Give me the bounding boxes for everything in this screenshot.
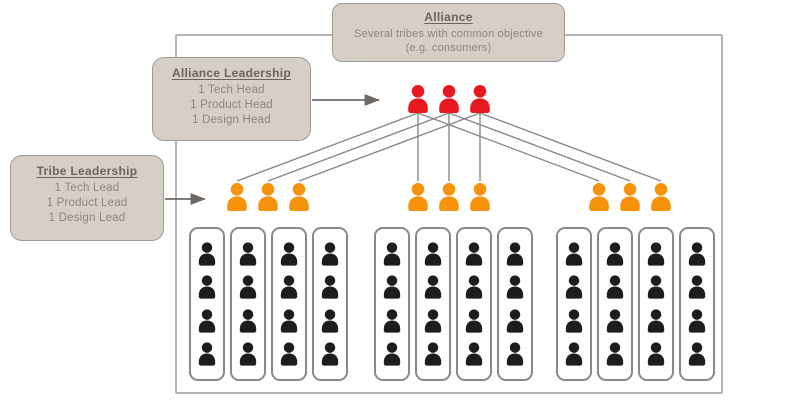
person-icon (688, 241, 706, 266)
person-icon (227, 183, 247, 211)
label-arrows (165, 94, 380, 205)
tribe-leadership-role: 1 Tech Lead (54, 182, 120, 194)
tribe-squads-row (374, 227, 533, 381)
person-icon (424, 309, 442, 333)
person-icon (465, 309, 483, 333)
tribe-leadership-role: 1 Product Lead (46, 197, 128, 209)
squad-column (497, 227, 533, 381)
person-icon (688, 342, 706, 367)
squad-column (456, 227, 492, 381)
person-icon (439, 85, 459, 113)
person-icon (424, 342, 442, 367)
person-icon (647, 275, 665, 299)
person-icon (565, 309, 583, 333)
person-icon (465, 241, 483, 266)
alliance-to-tribe-lines (236, 112, 662, 182)
person-icon (470, 183, 490, 211)
person-icon (506, 241, 524, 266)
alliance-leadership-title: Alliance Leadership (171, 66, 292, 80)
person-icon (647, 342, 665, 367)
alliance-leadership-role: 1 Design Head (192, 114, 271, 126)
squad-column (189, 227, 225, 381)
person-icon (506, 309, 524, 333)
person-icon (589, 183, 609, 211)
tribe-leadership-title: Tribe Leadership (36, 164, 138, 178)
squad-column (374, 227, 410, 381)
alliance-title: Alliance (424, 10, 473, 24)
person-icon (465, 275, 483, 299)
tribe-squads-row (189, 227, 348, 381)
person-icon (321, 241, 339, 266)
person-icon (565, 241, 583, 266)
alliance-leadership-box: Alliance Leadership 1 Tech Head 1 Produc… (152, 57, 311, 141)
person-icon (321, 309, 339, 333)
person-icon (258, 183, 278, 211)
person-icon (383, 275, 401, 299)
person-icon (439, 183, 459, 211)
tribe-leads-row (406, 182, 492, 212)
person-icon (321, 275, 339, 299)
person-icon (239, 309, 257, 333)
person-icon (198, 342, 216, 367)
person-icon (280, 275, 298, 299)
person-icon (321, 342, 339, 367)
squad-column (638, 227, 674, 381)
person-icon (506, 275, 524, 299)
tribe-squads-row (556, 227, 715, 381)
alliance-heads-row (406, 84, 492, 114)
squad-column (415, 227, 451, 381)
person-icon (383, 342, 401, 367)
person-icon (647, 309, 665, 333)
person-icon (280, 241, 298, 266)
tribe-leads-row (587, 182, 673, 212)
person-icon (565, 275, 583, 299)
person-icon (688, 309, 706, 333)
person-icon (280, 309, 298, 333)
person-icon (198, 241, 216, 266)
person-icon (280, 342, 298, 367)
person-icon (424, 275, 442, 299)
person-icon (408, 183, 428, 211)
squad-column (679, 227, 715, 381)
person-icon (239, 342, 257, 367)
tribe-leads-row (225, 182, 311, 212)
person-icon (198, 309, 216, 333)
person-icon (198, 275, 216, 299)
person-icon (647, 241, 665, 266)
person-icon (289, 183, 309, 211)
person-icon (651, 183, 671, 211)
person-icon (606, 241, 624, 266)
tribe-leadership-role: 1 Design Lead (48, 212, 126, 224)
person-icon (408, 85, 428, 113)
person-icon (688, 275, 706, 299)
person-icon (383, 241, 401, 266)
person-icon (606, 342, 624, 367)
squad-column (556, 227, 592, 381)
person-icon (506, 342, 524, 367)
person-icon (239, 241, 257, 266)
person-icon (606, 275, 624, 299)
squad-column (230, 227, 266, 381)
alliance-leadership-role: 1 Tech Head (198, 84, 265, 96)
squad-column (271, 227, 307, 381)
tribe-leadership-box: Tribe Leadership 1 Tech Lead 1 Product L… (10, 155, 164, 241)
person-icon (239, 275, 257, 299)
squad-column (597, 227, 633, 381)
person-icon (465, 342, 483, 367)
person-icon (565, 342, 583, 367)
alliance-leadership-role: 1 Product Head (190, 99, 273, 111)
person-icon (620, 183, 640, 211)
squad-column (312, 227, 348, 381)
person-icon (606, 309, 624, 333)
alliance-label-box: Alliance Several tribes with common obje… (332, 3, 565, 62)
person-icon (383, 309, 401, 333)
person-icon (424, 241, 442, 266)
person-icon (470, 85, 490, 113)
alliance-description: Several tribes with common objective (e.… (354, 28, 543, 54)
